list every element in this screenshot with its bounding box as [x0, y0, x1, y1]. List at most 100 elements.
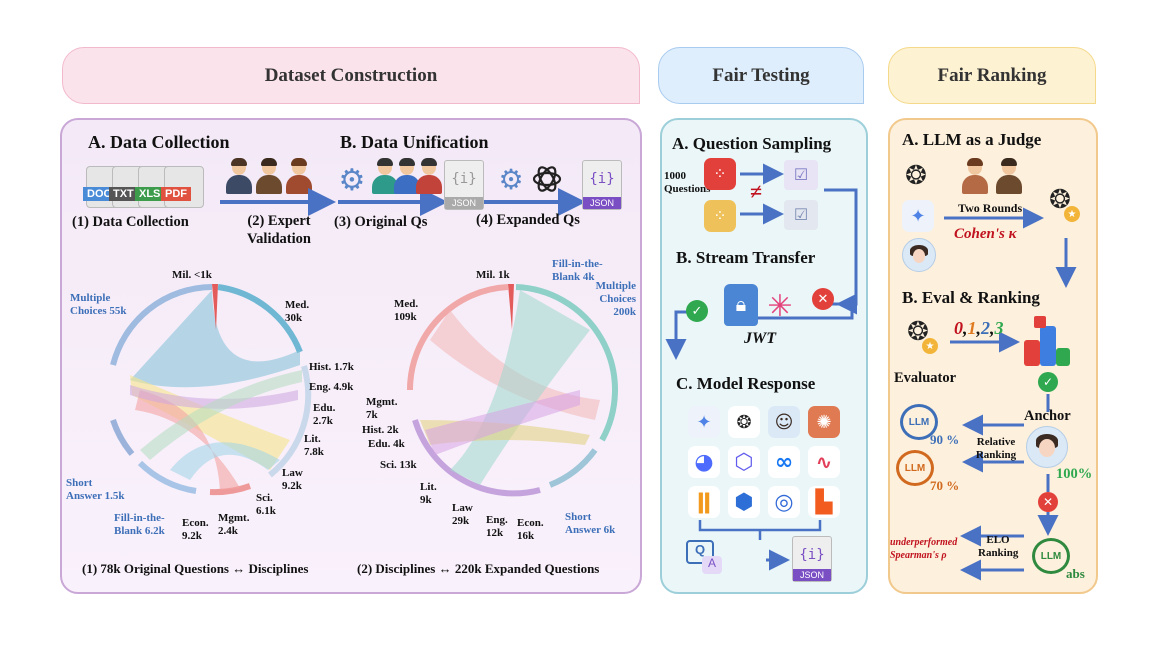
chord-ribbon-med: [430, 310, 600, 420]
data-unification-title: B. Data Unification: [340, 132, 489, 152]
gear-icon: ⚙: [338, 162, 366, 198]
question-checklist-icon: ☑: [784, 160, 818, 190]
c1-eng-label: Eng. 4.9k: [309, 381, 354, 393]
chord-ribbon-mil: [508, 284, 514, 330]
anchor-label: Anchor: [1024, 408, 1071, 424]
c1-mc-label: Multiple Choices 55k: [70, 292, 127, 317]
chord-ribbon-mil: [212, 284, 218, 330]
c2-mgmt-label: Mgmt. 7k: [366, 396, 398, 421]
qa-chat-icon: Q A: [686, 540, 726, 576]
c2-sa-label: Short Answer 6k: [565, 511, 616, 536]
anchor-100-label: 100%: [1056, 466, 1093, 482]
c1-sa-label: Short Answer 1.5k: [66, 477, 125, 502]
score-scale-label: 0,1,2,3: [954, 318, 1004, 338]
hunyuan-logo-icon: ⬢: [728, 486, 760, 518]
step-expanded-qs: (4) Expanded Qs: [476, 212, 580, 228]
not-equal-icon: ≠: [749, 179, 763, 204]
assistant-avatar-icon: ☺: [768, 406, 800, 438]
c2-econ-label: Econ. 16k: [517, 517, 544, 542]
model-response-title: C. Model Response: [676, 374, 816, 393]
expert-person-icon: [286, 158, 312, 194]
c1-sci-label: Sci. 6.1k: [256, 492, 276, 517]
pct-70-label: 70 %: [930, 478, 960, 493]
elo-ranking-label: ELO Ranking: [978, 534, 1019, 559]
c1-edu-label: Edu. 2.7k: [313, 402, 336, 427]
gemini-logo-icon: ✦: [902, 200, 934, 232]
pdf-file-icon: PDF: [161, 166, 204, 208]
c2-hist-label: Hist. 2k: [362, 424, 399, 436]
c1-fib-label: Fill-in-the-Blank 6.2k: [114, 512, 165, 537]
c2-lit-label: Lit. 9k: [420, 481, 437, 506]
chord-arc-disciplines: [412, 419, 541, 497]
chord-arc-disciplines: [268, 365, 312, 478]
doubao-logo-icon: ◎: [768, 486, 800, 518]
chord-ribbon-lit: [425, 390, 580, 455]
chord-arc-mc: [110, 284, 213, 366]
red-dice-icon: ⁘: [704, 158, 736, 190]
c2-law-label: Law 29k: [452, 502, 473, 527]
deepseek-logo-icon: ◕: [688, 446, 720, 478]
chord-arc-med: [217, 284, 303, 354]
judge-person-icon: [962, 158, 988, 194]
chord-ribbon-sci: [170, 442, 280, 480]
pct-90-label: 90 %: [930, 432, 960, 447]
jwt-label: JWT: [744, 330, 776, 347]
chord-diagram-expanded: [406, 284, 618, 497]
chord-ribbon-med: [130, 290, 300, 388]
c1-law-label: Law 9.2k: [282, 467, 303, 492]
openai-logo-icon: [532, 166, 562, 192]
chord-ribbon-eng: [140, 370, 302, 460]
chord-ribbon-econ: [135, 390, 240, 490]
llm-judge-title: A. LLM as a Judge: [902, 130, 1042, 149]
c2-med-label: Med. 109k: [394, 298, 419, 323]
x-circle-icon: ✕: [812, 288, 834, 310]
yellow-dice-icon: ⁘: [704, 200, 736, 232]
section-fair-ranking: Fair Ranking: [888, 47, 1096, 104]
chord1-caption: (1) 78k Original Questions ↔ Disciplines: [82, 561, 309, 576]
meta-logo-icon: ∞: [768, 446, 800, 478]
c1-med-label: Med. 30k: [285, 299, 310, 324]
c1-hist-label: Hist. 1.7k: [309, 361, 354, 373]
c2-mc-label: Multiple Choices 200k: [595, 280, 636, 318]
chord-arc-med: [406, 284, 509, 391]
question-sampling-title: A. Question Sampling: [672, 134, 832, 153]
c1-mil-label: Mil. <1k: [172, 269, 212, 281]
relative-ranking-label: Relative Ranking: [975, 436, 1017, 461]
waveform-logo-icon: ∿: [808, 446, 840, 478]
question-checklist-icon: ☑: [784, 200, 818, 230]
llm-robot-icon-abs: LLM: [1032, 538, 1070, 574]
step-expert-validation: (2) Expert Validation: [247, 213, 311, 247]
chord-diagram-original: [110, 284, 312, 496]
c2-fib-label: Fill-in-the-Blank 4k: [552, 258, 603, 283]
c2-eng-label: Eng. 12k: [486, 514, 508, 539]
annotator-person-icon: [394, 158, 420, 194]
step-original-qs: (3) Original Qs: [334, 214, 428, 230]
chord2-caption: (2) Disciplines ↔ 220k Expanded Question…: [357, 561, 600, 576]
evaluator-label: Evaluator: [894, 370, 957, 386]
c2-mil-label: Mil. 1k: [476, 269, 510, 281]
c1-mgmt-label: Mgmt. 2.4k: [218, 512, 250, 537]
qwen-logo-icon: ⬡: [728, 446, 760, 478]
check-circle-icon: ✓: [1038, 372, 1058, 392]
c1-lit-label: Lit. 7.8k: [304, 433, 324, 458]
burst-logo-icon: ✳: [767, 289, 793, 323]
section-dataset-construction: Dataset Construction: [62, 47, 640, 104]
expert-person-icon: [226, 158, 252, 194]
chord-ribbon-edu: [130, 385, 298, 409]
claude-logo-icon: ✺: [808, 406, 840, 438]
x-circle-icon: ✕: [1038, 492, 1058, 512]
lock-icon: 🔒︎: [724, 284, 758, 326]
stream-transfer-title: B. Stream Transfer: [676, 248, 816, 267]
expert-person-icon: [256, 158, 282, 194]
check-circle-icon: ✓: [686, 300, 708, 322]
assistant-avatar-icon: [902, 238, 936, 272]
annotator-person-icon: [372, 158, 398, 194]
openai-logo-icon: ❂: [728, 406, 760, 438]
section-fair-testing: Fair Testing: [658, 47, 864, 104]
questions-count-label: 1000 Questions: [664, 170, 711, 195]
medal-icon: ★: [1064, 206, 1080, 222]
c2-sci-label: Sci. 13k: [380, 459, 417, 471]
